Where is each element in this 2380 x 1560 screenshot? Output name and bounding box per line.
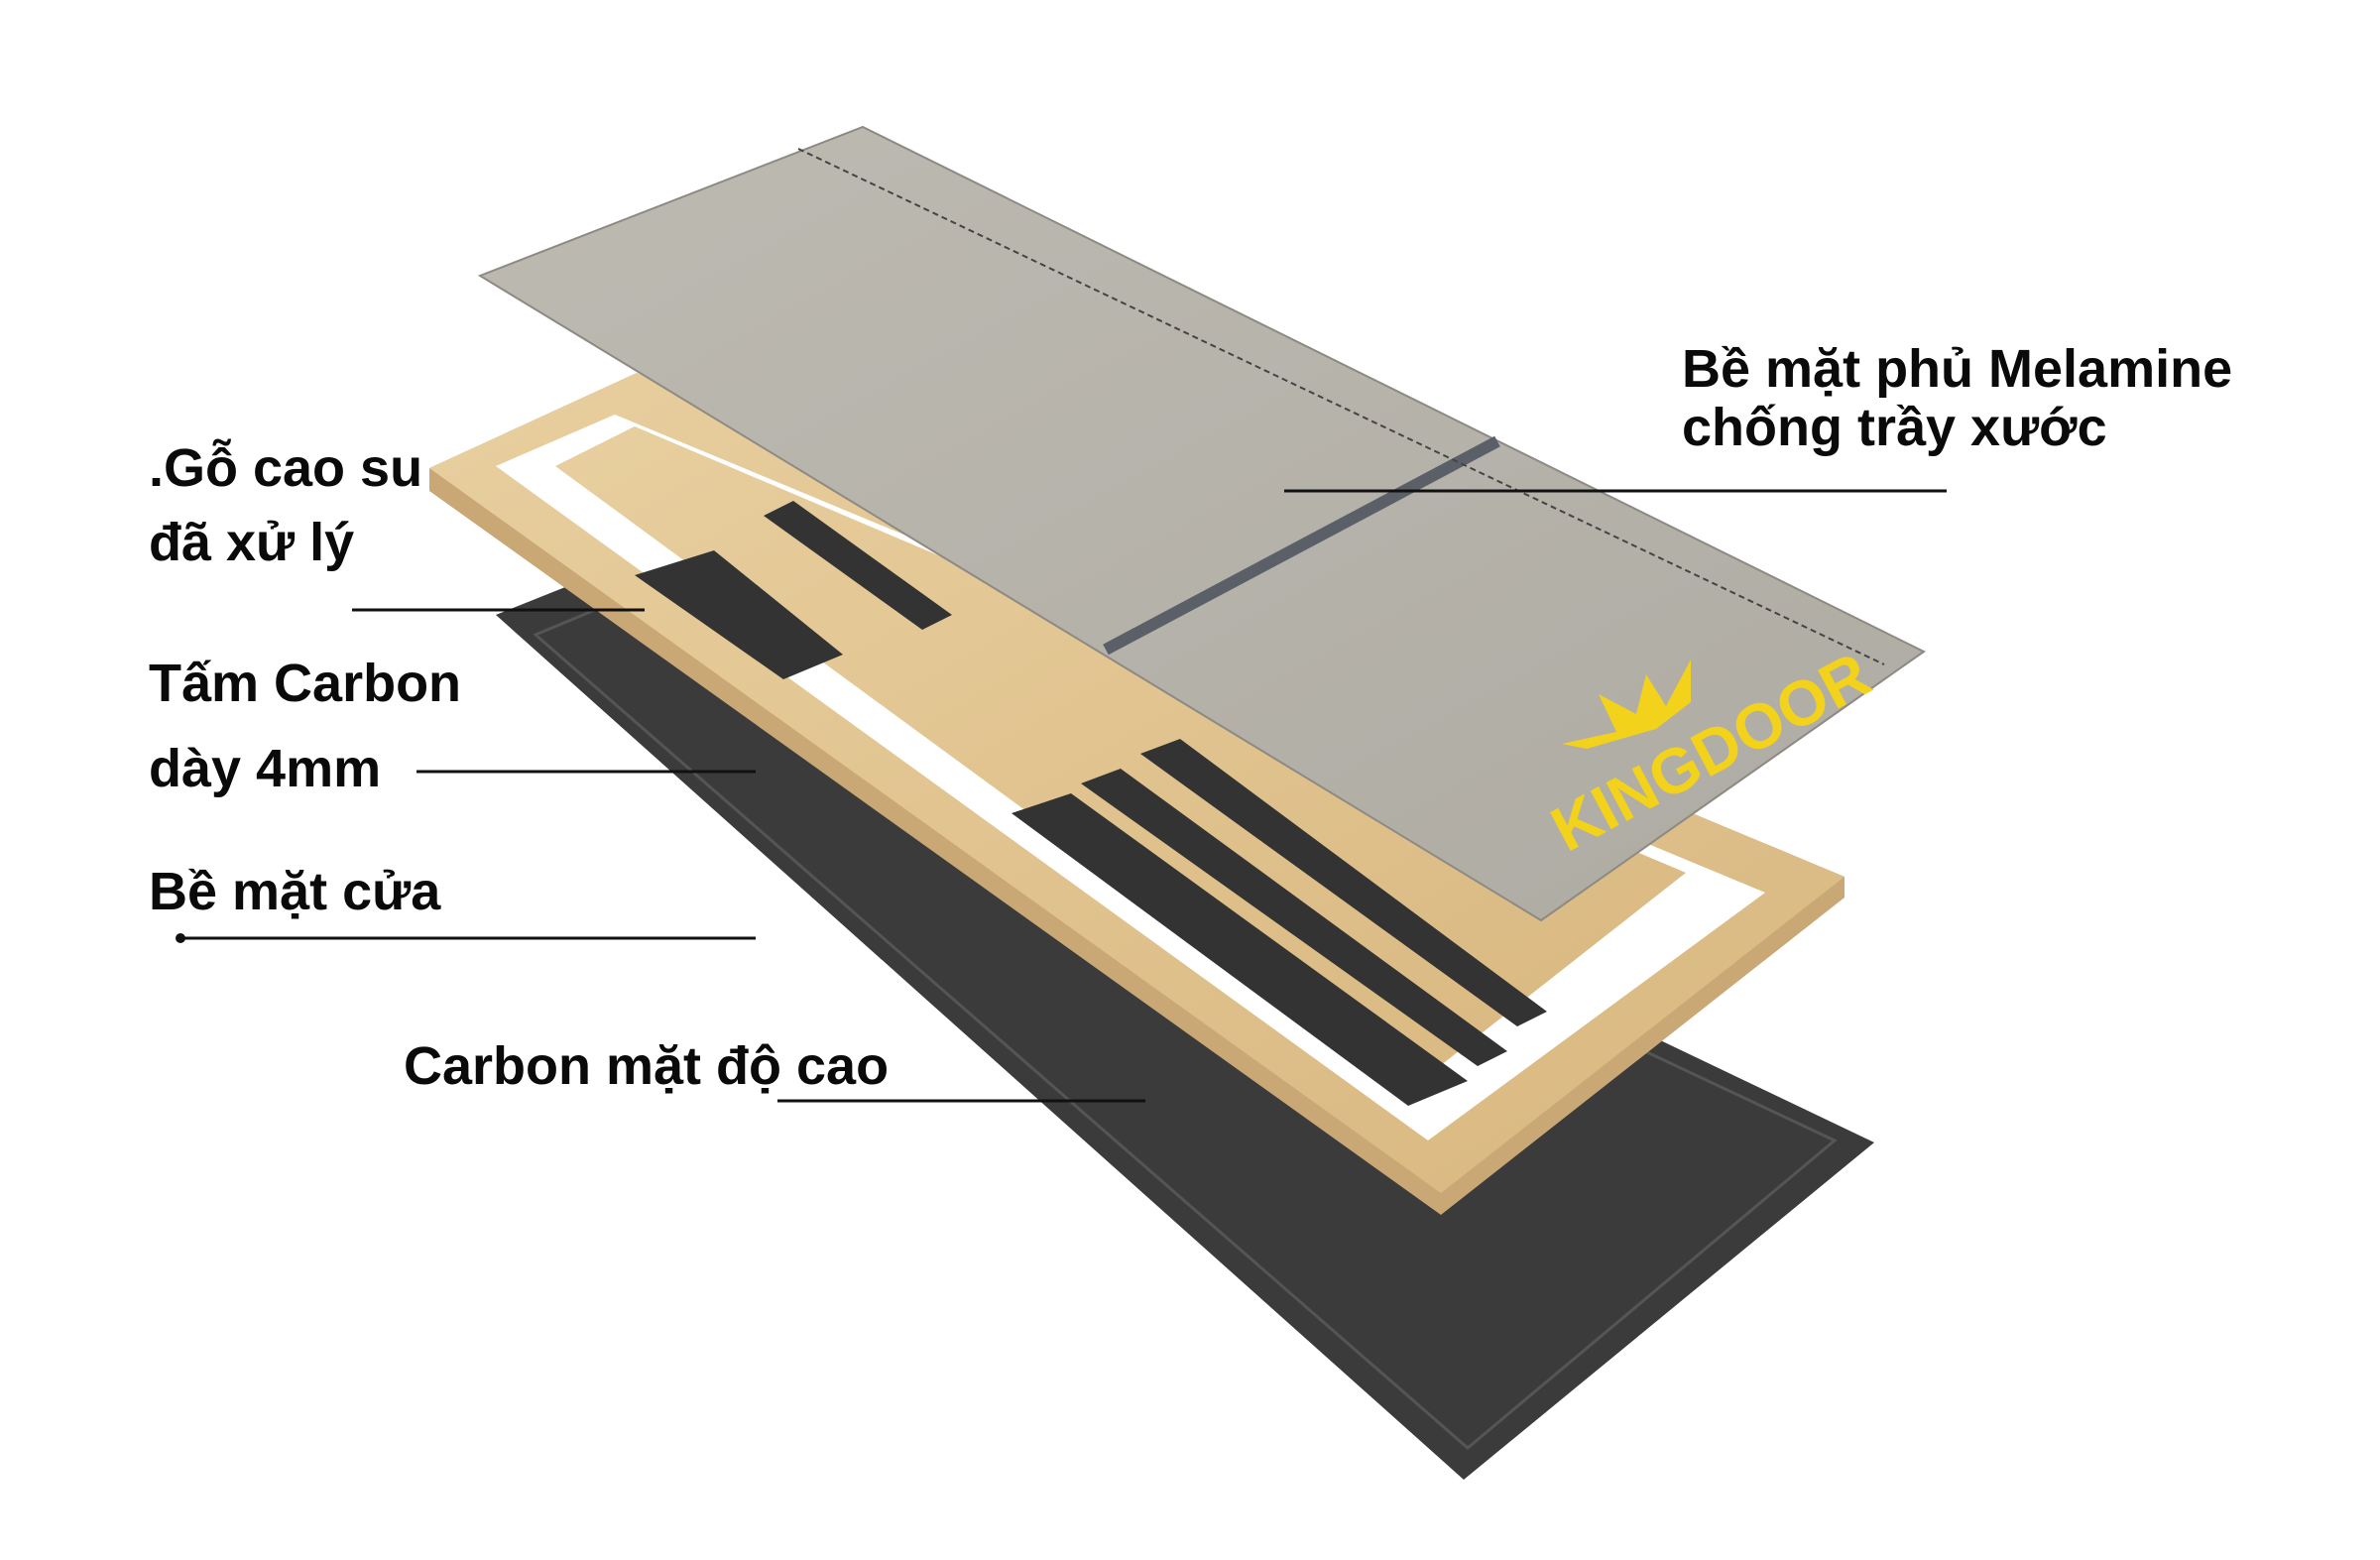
carbon-strip [635, 550, 843, 679]
callout-lines [180, 489, 1947, 1103]
carbon-strip [1081, 769, 1507, 1066]
label-rubber-wood-line2: đã xử lý [149, 513, 355, 572]
carbon-strip [1012, 793, 1468, 1106]
label-carbon-board-line2: dày 4mm [149, 739, 382, 798]
label-rubber-wood-line1: .Gỗ cao su [149, 438, 423, 498]
rubber-wood-frame [429, 373, 1844, 1215]
label-carbon-board-line1: Tấm Carbon [149, 654, 462, 713]
label-melamine-line2: chống trầy xước [1682, 398, 2107, 457]
carbon-strip [1140, 739, 1547, 1026]
melamine-panel [477, 125, 1926, 922]
panel-seam [1103, 435, 1500, 656]
carbon-strip [764, 501, 952, 630]
label-melamine-line1: Bề mặt phủ Melamine [1682, 339, 2233, 399]
label-high-density-carbon: Carbon mặt độ cao [404, 1036, 890, 1096]
label-door-surface: Bề mặt cửa [149, 862, 441, 921]
crown-icon [1562, 660, 1691, 749]
